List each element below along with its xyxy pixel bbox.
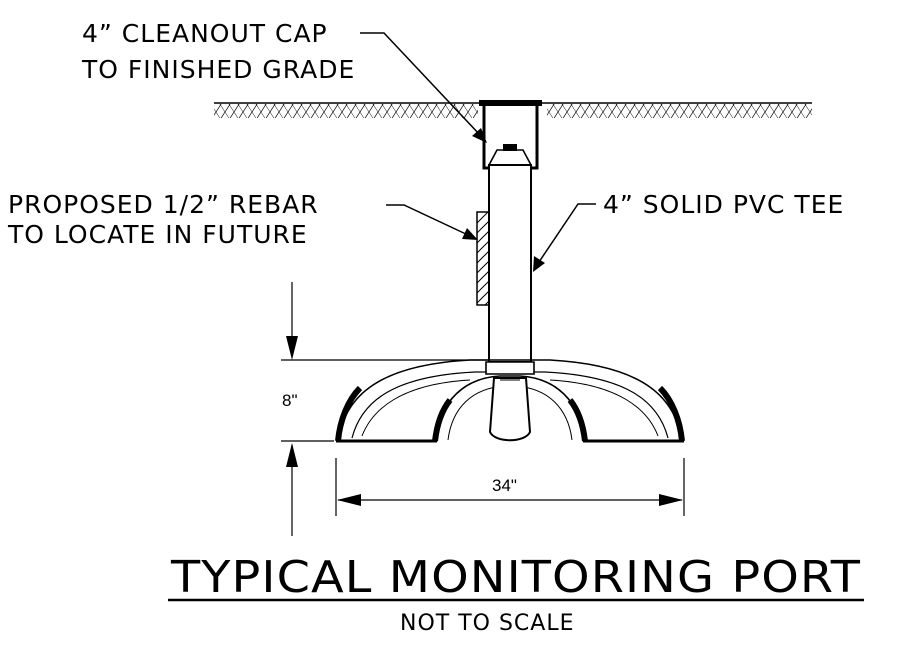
rebar <box>476 211 490 306</box>
rebar-label-line1: PROPOSED 1/2” REBAR <box>8 190 319 219</box>
scale-note: NOT TO SCALE <box>400 611 575 636</box>
leader-pvc-tee <box>533 203 596 272</box>
rebar-label-line2: TO LOCATE IN FUTURE <box>7 220 308 249</box>
finished-grade <box>214 102 812 118</box>
chamber <box>335 359 685 443</box>
height-dimension-value: 8" <box>282 391 298 410</box>
cleanout-cap-label-line2: TO FINISHED GRADE <box>81 55 355 84</box>
width-dimension <box>335 458 685 516</box>
width-dimension-value: 34" <box>492 476 517 495</box>
leader-rebar <box>386 204 478 240</box>
cleanout-cap-label-line1: 4” CLEANOUT CAP <box>82 19 328 48</box>
drawing-title: TYPICAL MONITORING PORT <box>170 552 861 603</box>
pvc-riser <box>488 164 532 363</box>
pvc-tee-label: 4” SOLID PVC TEE <box>603 190 844 219</box>
height-dimension <box>281 282 488 536</box>
leader-cleanout-cap <box>360 32 487 143</box>
cleanout-cap <box>479 100 542 170</box>
